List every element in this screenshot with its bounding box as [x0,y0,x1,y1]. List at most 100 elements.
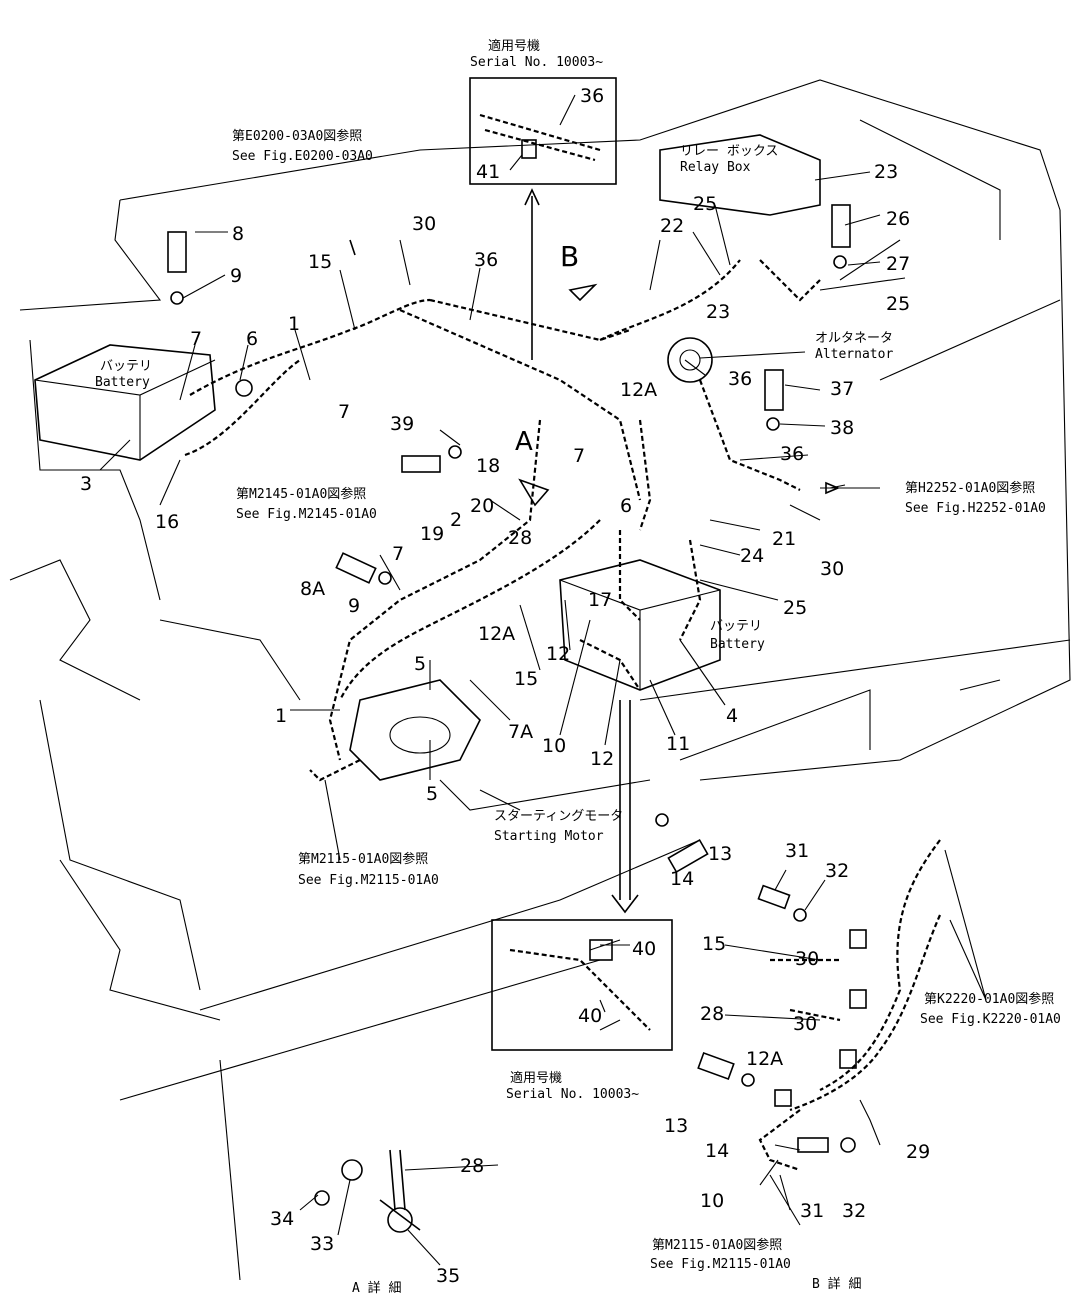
callout-10: 10 [542,735,566,757]
relay-box-label-jp: リレー ボックス [680,144,778,159]
callout-37: 37 [830,378,854,400]
callout-15: 15 [702,933,726,955]
callout-7: 7 [190,328,202,350]
battery-right-label: Battery [710,637,765,652]
callout-34: 34 [270,1208,294,1230]
starting-motor [349,679,481,781]
callout-31: 31 [785,840,809,862]
callout-17: 17 [588,589,612,611]
serial-note-bottom: Serial No. 10003~ [506,1087,639,1102]
callout-23: 23 [874,161,898,183]
battery-left [34,344,216,461]
serial-note-top: Serial No. 10003~ [470,55,603,70]
callout-5: 5 [414,653,426,675]
callout-24: 24 [740,545,764,567]
callout-25: 25 [886,293,910,315]
detail-b-caption: B 詳 細 [812,1276,861,1292]
callout-28: 28 [700,1003,724,1025]
ref-m2145: See Fig.M2145-01A0 [236,507,377,522]
machine-frame-outline [9,79,1071,1281]
reference-arrows [349,239,841,507]
callout-41: 41 [476,161,500,183]
callout-12A: 12A [746,1048,783,1070]
callout-B: B [560,240,579,273]
callout-14: 14 [705,1140,729,1162]
starting-motor-label-jp: スターティングモータ [494,809,623,824]
text-notes: 適用号機 Serial No. 10003~ 第E0200-03A0図参照 Se… [95,38,1061,1294]
alternator [667,337,713,383]
callout-7: 7 [338,401,350,423]
callout-3: 3 [80,473,92,495]
wire-harness [184,259,821,782]
ref-e0200: See Fig.E0200-03A0 [232,149,373,164]
serial-note-bottom-jp: 適用号機 [510,1070,562,1086]
callout-15: 15 [308,251,332,273]
callout-15: 15 [514,668,538,690]
callout-6: 6 [620,495,632,517]
serial-note-top-jp: 適用号機 [488,38,540,54]
ref-m2145-jp: 第M2145-01A0図参照 [236,486,366,502]
callout-1: 1 [288,313,300,335]
callout-30: 30 [412,213,436,235]
detail-a-caption: A 詳 細 [352,1280,401,1294]
callout-36: 36 [728,368,752,390]
alternator-label-jp: オルタネータ [815,331,893,346]
callout-16: 16 [155,511,179,533]
callout-36: 36 [580,85,604,107]
callout-18: 18 [476,455,500,477]
detail-b-harness [758,839,942,1172]
callout-31: 31 [800,1200,824,1222]
ref-m2115b-jp: 第M2115-01A0図参照 [652,1237,782,1253]
relay-box-label: Relay Box [680,160,751,175]
callout-40: 40 [578,1005,602,1027]
callout-11: 11 [666,733,690,755]
inset-detail-bottom [491,700,673,1051]
callout-7: 7 [392,543,404,565]
callout-40: 40 [632,938,656,960]
ref-h2252-jp: 第H2252-01A0図参照 [905,480,1035,496]
ref-e0200-jp: 第E0200-03A0図参照 [232,128,362,144]
callout-22: 22 [660,215,684,237]
ref-k2220: See Fig.K2220-01A0 [920,1012,1061,1027]
callout-2: 2 [450,509,462,531]
callout-14: 14 [670,868,694,890]
callout-8A: 8A [300,578,325,600]
callout-8: 8 [232,223,244,245]
callout-30: 30 [820,558,844,580]
callout-6: 6 [246,328,258,350]
callout-23: 23 [706,301,730,323]
callout-25: 25 [783,597,807,619]
callout-12A: 12A [478,623,515,645]
callout-28: 28 [508,527,532,549]
callout-12A: 12A [620,379,657,401]
ref-k2220-jp: 第K2220-01A0図参照 [924,991,1054,1007]
callout-12: 12 [546,643,570,665]
callout-36: 36 [780,443,804,465]
callout-32: 32 [825,860,849,882]
inset-detail-top [469,77,617,360]
callout-35: 35 [436,1265,460,1287]
callout-26: 26 [886,208,910,230]
callout-20: 20 [470,495,494,517]
starting-motor-label: Starting Motor [494,829,604,844]
callout-38: 38 [830,417,854,439]
alternator-label: Alternator [815,347,893,362]
callout-13: 13 [664,1115,688,1137]
bolts [167,204,856,1233]
callout-12: 12 [590,748,614,770]
callout-4: 4 [726,705,738,727]
callout-13: 13 [708,843,732,865]
callout-5: 5 [426,783,438,805]
ref-m2115a-jp: 第M2115-01A0図参照 [298,851,428,867]
detail-a-parts [379,1149,421,1231]
callout-36: 36 [474,249,498,271]
callout-30: 30 [793,1013,817,1035]
callout-29: 29 [906,1141,930,1163]
callout-19: 19 [420,523,444,545]
callout-21: 21 [772,528,796,550]
callout-labels: 8 9 15 30 36 B 1 6 7 7 39 3 16 A 18 20 1… [80,85,930,1287]
battery-left-label: Battery [95,375,150,390]
callout-27: 27 [886,253,910,275]
callout-32: 32 [842,1200,866,1222]
